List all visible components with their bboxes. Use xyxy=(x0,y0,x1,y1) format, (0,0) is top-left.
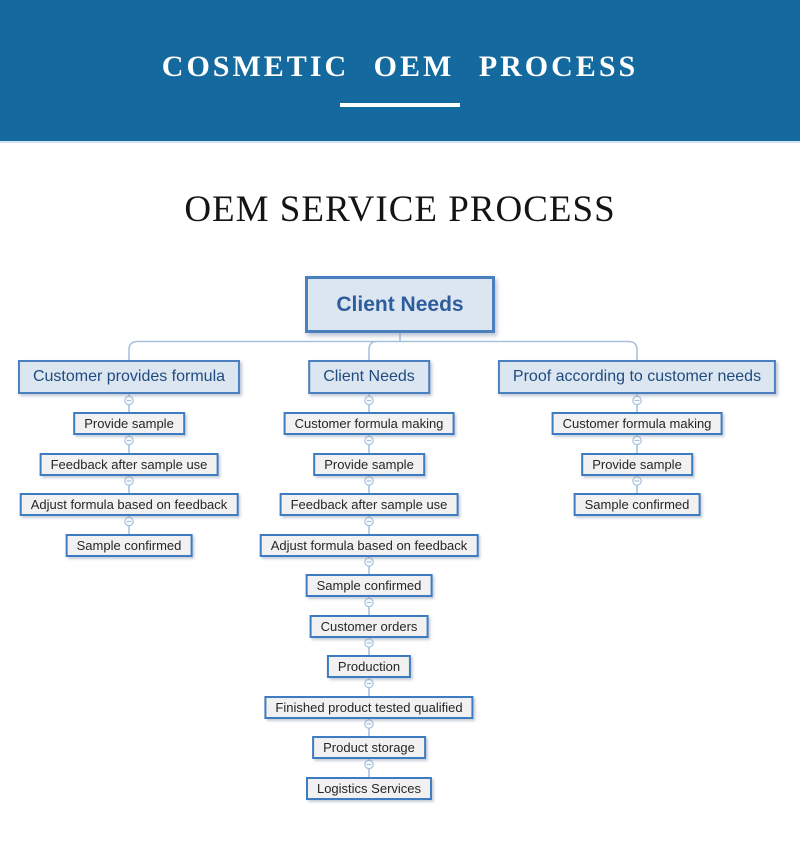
flow-step-node: Adjust formula based on feedback xyxy=(19,493,239,516)
flow-step-node: Customer formula making xyxy=(283,412,455,435)
connector-rail xyxy=(128,340,638,360)
flow-column-header-middle: Client Needs xyxy=(308,360,430,394)
collapse-toggle-icon xyxy=(632,395,642,486)
banner-title: COSMETIC OEM PROCESS xyxy=(161,50,639,83)
flow-step-node: Sample confirmed xyxy=(65,533,193,557)
flow-step-node: Provide sample xyxy=(313,452,425,476)
flow-step-node: Sample confirmed xyxy=(573,493,701,516)
collapse-toggle-icons xyxy=(124,395,642,770)
flow-root-node: Client Needs xyxy=(305,276,495,333)
page-title: OEM SERVICE PROCESS xyxy=(184,189,616,230)
flow-step-node: Feedback after sample use xyxy=(279,493,459,516)
flow-step-node: Product storage xyxy=(312,736,426,759)
flow-column-header-left: Customer provides formula xyxy=(17,360,241,394)
flow-step-node: Sample confirmed xyxy=(305,574,433,597)
collapse-toggle-icon xyxy=(124,395,134,527)
flow-step-node: Provide sample xyxy=(73,412,185,435)
collapse-toggle-icon xyxy=(364,395,374,770)
flow-step-node: Adjust formula based on feedback xyxy=(259,533,479,557)
banner: COSMETIC OEM PROCESS xyxy=(0,0,800,143)
banner-underline xyxy=(340,103,460,107)
flow-step-node: Feedback after sample use xyxy=(39,452,219,476)
flow-step-node: Production xyxy=(326,655,412,678)
flow-step-node: Provide sample xyxy=(581,452,693,476)
flow-column-header-right: Proof according to customer needs xyxy=(497,360,777,394)
flow-step-node: Customer formula making xyxy=(551,412,723,435)
flow-step-node: Finished product tested qualified xyxy=(264,695,474,719)
connector-middle-drop xyxy=(368,340,378,360)
flow-step-node: Customer orders xyxy=(309,614,429,638)
flow-step-node: Logistics Services xyxy=(305,776,433,800)
